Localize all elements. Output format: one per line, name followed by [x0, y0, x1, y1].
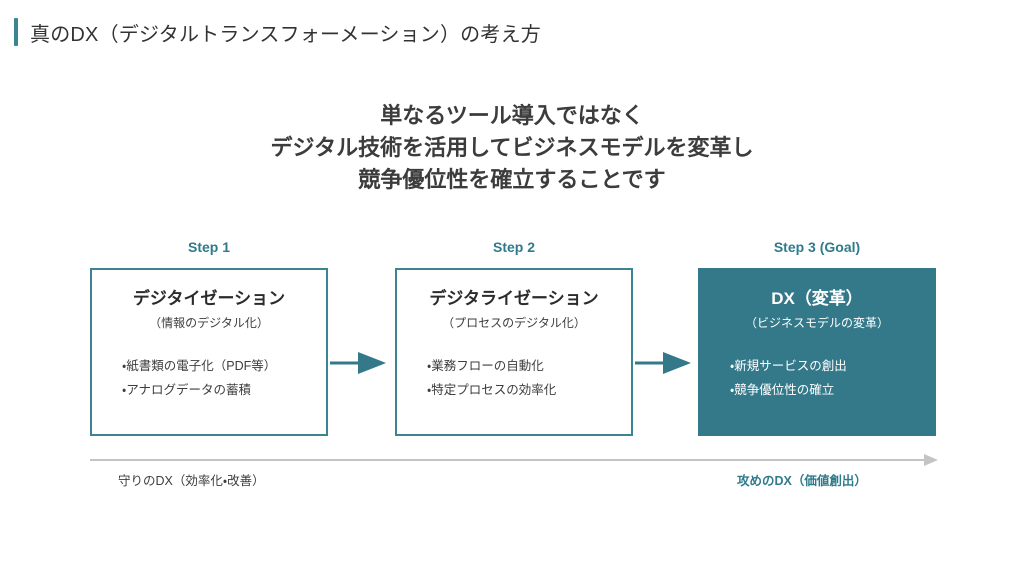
step-1-bullet-2: ・アナログデータの蓄積	[122, 383, 252, 397]
page-title-text: 真のDX（デジタルトランスフォーメーション）の考え方	[30, 23, 541, 46]
lead-statement: 単なるツール導入ではなく デジタル技術を活用してビジネスモデルを変革し 競争優位…	[0, 100, 1024, 196]
step-1-bullets: ・紙書類の電子化（PDF等） ・アナログデータの蓄積	[106, 354, 312, 402]
flow-step-2: Step 2 デジタライゼーション （プロセスのデジタル化） ・業務フローの自動…	[395, 238, 633, 436]
dx-stage-flow: Step 1 デジタイゼーション （情報のデジタル化） ・紙書類の電子化（PDF…	[90, 238, 936, 438]
flow-arrow-2-icon	[635, 350, 699, 376]
step-2-title: デジタライゼーション	[429, 289, 599, 308]
step-1-bullet-1: ・紙書類の電子化（PDF等）	[122, 359, 277, 373]
step-3-label: Step 3 (Goal)	[773, 239, 861, 255]
flow-step-3: Step 3 (Goal) DX（変革） （ビジネスモデルの変革） ・新規サービ…	[698, 238, 936, 436]
step-2-subtitle: （プロセスのデジタル化）	[442, 316, 586, 330]
step-3-box: DX（変革） （ビジネスモデルの変革） ・新規サービスの創出 ・競争優位性の確立	[698, 268, 936, 436]
step-2-bullets: ・業務フローの自動化 ・特定プロセスの効率化	[411, 354, 617, 402]
step-2-box: デジタライゼーション （プロセスのデジタル化） ・業務フローの自動化 ・特定プロ…	[395, 268, 633, 436]
lead-line-2: デジタル技術を活用してビジネスモデルを変革し	[270, 135, 754, 160]
step-1-subtitle: （情報のデジタル化）	[149, 316, 269, 330]
axis-caption-right: 攻めのDX（価値創出）	[737, 474, 867, 488]
step-3-bullet-1: ・新規サービスの創出	[730, 359, 847, 373]
axis-caption-left: 守りのDX（効率化・改善）	[118, 474, 265, 488]
step-1-title: デジタイゼーション	[132, 289, 286, 308]
lead-line-3: 競争優位性を確立することです	[358, 167, 666, 192]
step-1-label: Step 1	[187, 239, 230, 255]
page-title: 真のDX（デジタルトランスフォーメーション）の考え方	[14, 16, 541, 48]
step-3-bullet-2: ・競争優位性の確立	[730, 383, 835, 397]
flow-arrow-1-icon	[330, 350, 394, 376]
step-3-bullets: ・新規サービスの創出 ・競争優位性の確立	[714, 354, 920, 402]
step-1-box: デジタイゼーション （情報のデジタル化） ・紙書類の電子化（PDF等） ・アナロ…	[90, 268, 328, 436]
flow-step-1: Step 1 デジタイゼーション （情報のデジタル化） ・紙書類の電子化（PDF…	[90, 238, 328, 436]
progression-axis-icon	[90, 452, 940, 468]
step-2-bullet-2: ・特定プロセスの効率化	[427, 383, 557, 397]
lead-line-1: 単なるツール導入ではなく	[380, 103, 644, 128]
step-3-title: DX（変革）	[771, 289, 863, 308]
step-2-label: Step 2	[492, 239, 535, 255]
step-2-bullet-1: ・業務フローの自動化	[427, 359, 544, 373]
title-accent-bar	[14, 18, 18, 46]
step-3-subtitle: （ビジネスモデルの変革）	[744, 316, 889, 330]
